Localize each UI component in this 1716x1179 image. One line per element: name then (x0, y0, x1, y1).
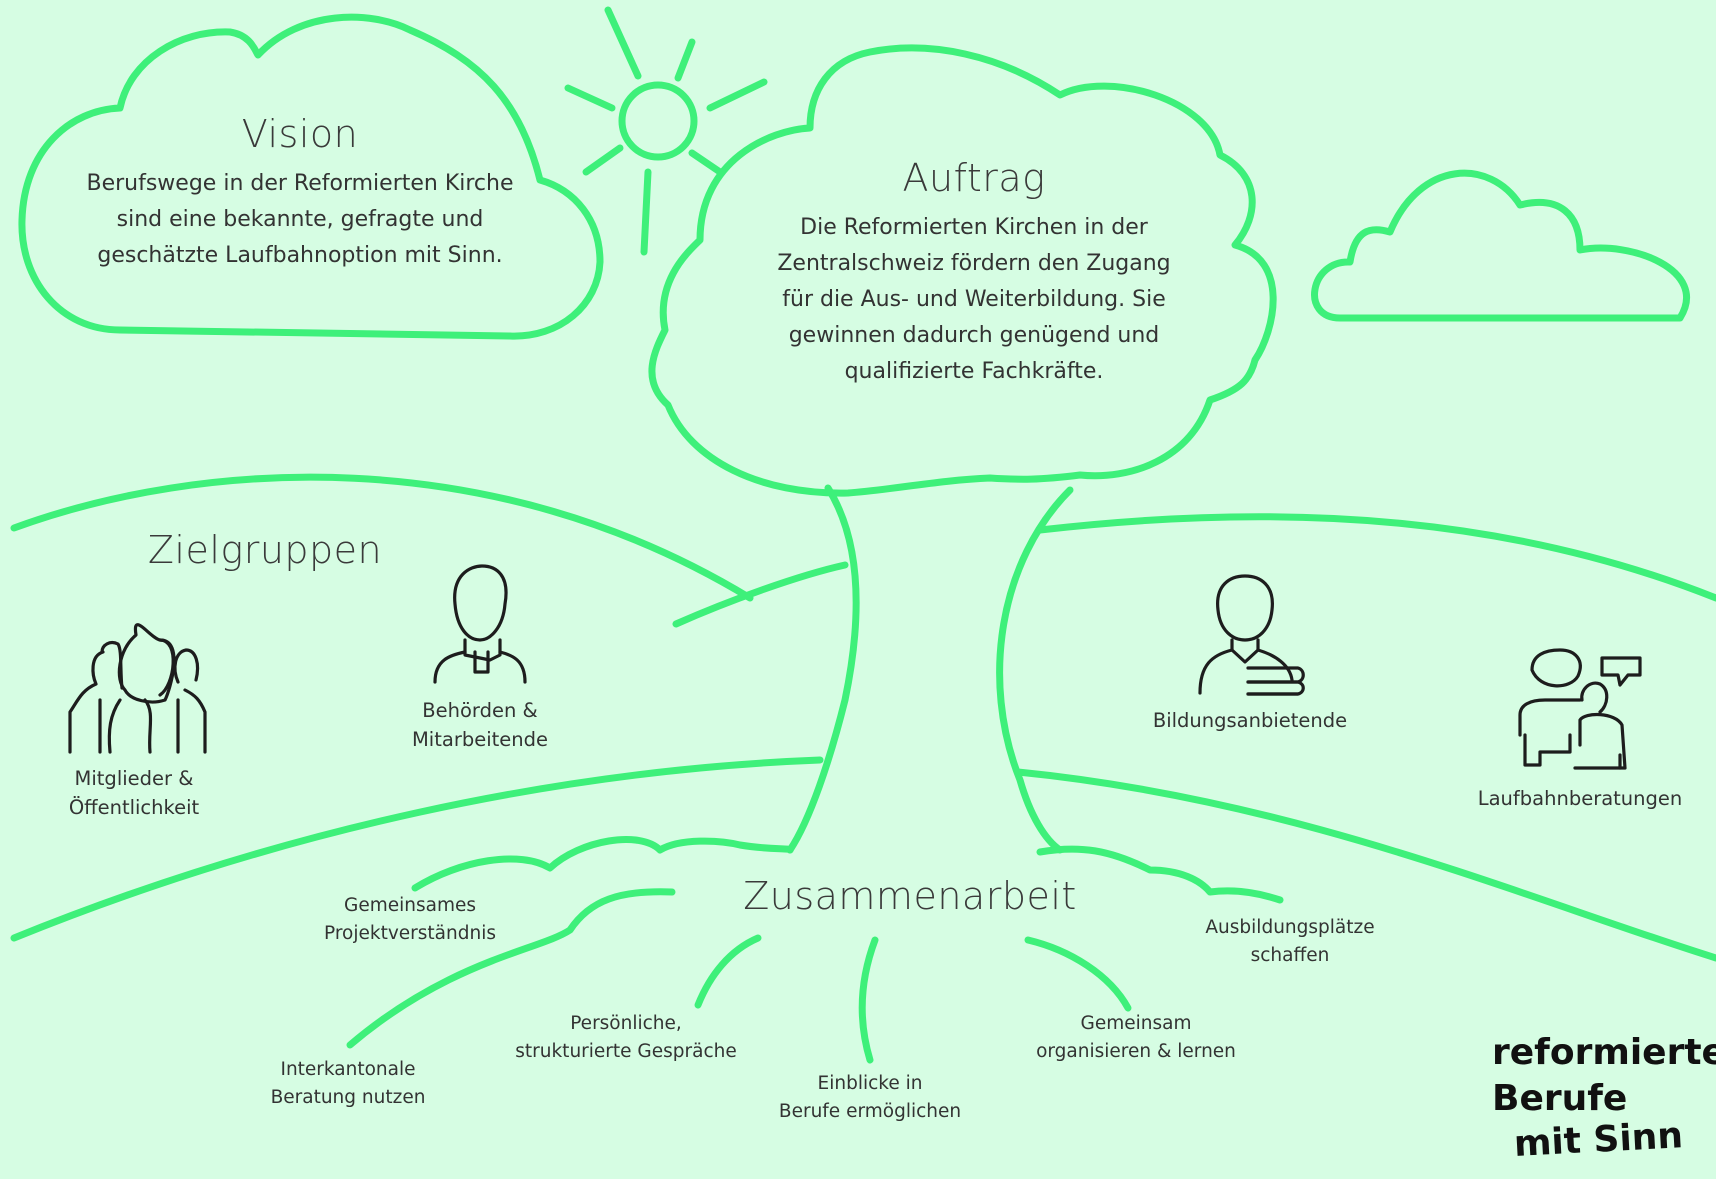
counseling-icon (1518, 648, 1642, 770)
ground-left (411, 836, 794, 892)
root-2 (694, 934, 762, 1009)
collab-line: organisieren & lernen (1036, 1041, 1236, 1062)
collab-item-organisieren: Gemeinsam organisieren & lernen (1016, 1010, 1256, 1066)
hill-right-lower (1014, 768, 1716, 962)
group-label-line: Öffentlichkeit (68, 796, 200, 819)
collab-line: Gemeinsam (1080, 1013, 1192, 1034)
hill-left-lower (10, 756, 824, 942)
collab-line: Gemeinsames (343, 895, 476, 916)
collab-item-gespraeche: Persönliche, strukturierte Gespräche (496, 1010, 756, 1066)
group-label-behoerden: Behörden & Mitarbeitende (390, 696, 570, 754)
collab-item-ausbildungsplaetze: Ausbildungsplätze schaffen (1180, 914, 1400, 970)
sun-icon (564, 6, 768, 256)
vision-title: Vision (241, 112, 359, 156)
collab-line: Interkantonale (280, 1059, 416, 1080)
auftrag-line: Die Reformierten Kirchen in der (800, 215, 1148, 240)
collab-item-projektverstaendnis: Gemeinsames Projektverständnis (300, 892, 520, 948)
collab-line: strukturierte Gespräche (515, 1041, 737, 1062)
collab-line: Ausbildungsplätze (1205, 917, 1375, 938)
vision-cloud-outline (18, 13, 604, 340)
tree-trunk-left (786, 484, 860, 854)
group-label-bildungsanbietende: Bildungsanbietende (1140, 706, 1360, 735)
collab-line: Beratung nutzen (270, 1087, 426, 1108)
auftrag-title: Auftrag (902, 156, 1046, 200)
auftrag-line: gewinnen dadurch genügend und (788, 323, 1160, 348)
vision-line: Berufswege in der Reformierten Kirche (86, 171, 514, 196)
collab-line: schaffen (1250, 945, 1330, 966)
family-icon (68, 623, 207, 754)
tree-trunk-right (996, 486, 1074, 854)
vision-line: geschätzte Laufbahnoption mit Sinn. (97, 243, 503, 268)
group-label-line: Laufbahnberatungen (1477, 787, 1683, 810)
tree-crown-outline (648, 44, 1277, 497)
vision-line: sind eine bekannte, gefragte und (116, 207, 484, 232)
root-4 (1024, 936, 1132, 1012)
collab-line: Berufe ermöglichen (778, 1101, 962, 1122)
hill-left-upper (10, 473, 754, 602)
group-label-line: Mitglieder & (74, 767, 194, 790)
collab-line: Projektverständnis (324, 923, 496, 944)
group-label-line: Behörden & (422, 699, 538, 722)
group-label-laufbahnberatungen: Laufbahnberatungen (1470, 784, 1690, 813)
auftrag-line: Zentralschweiz fördern den Zugang (777, 251, 1171, 276)
collab-line: Persönliche, (570, 1013, 682, 1034)
small-cloud-outline (1311, 169, 1691, 322)
collab-item-interkantonale: Interkantonale Beratung nutzen (238, 1056, 458, 1112)
auftrag-line: für die Aus- und Weiterbildung. Sie (782, 287, 1166, 312)
group-label-line: Bildungsanbietende (1152, 709, 1348, 732)
logo-line-1: reformierte (1492, 1032, 1716, 1073)
logo-line-3: mit Sinn (1512, 1115, 1684, 1165)
root-1 (346, 888, 676, 1049)
auftrag-text: Die Reformierten Kirchen in der Zentrals… (754, 210, 1194, 390)
zusammenarbeit-title: Zusammenarbeit (743, 874, 1077, 918)
zielgruppen-title: Zielgruppen (147, 528, 383, 572)
hill-right-upper (1036, 513, 1716, 602)
vision-text: Berufswege in der Reformierten Kirche si… (60, 166, 540, 274)
group-label-mitglieder: Mitglieder & Öffentlichkeit (44, 764, 224, 822)
root-3 (858, 936, 879, 1064)
collab-item-einblicke: Einblicke in Berufe ermöglichen (760, 1070, 980, 1126)
branch-left (672, 561, 849, 628)
logo-line-2: Berufe (1492, 1078, 1628, 1119)
brand-logo: reformierte Berufe mit Sinn (1492, 1030, 1716, 1168)
ground-right (1036, 845, 1284, 904)
clergy-person-icon (433, 564, 527, 684)
collab-line: Einblicke in (817, 1073, 923, 1094)
group-label-line: Mitarbeitende (411, 728, 549, 751)
teacher-books-icon (1198, 574, 1305, 696)
auftrag-line: qualifizierte Fachkräfte. (844, 359, 1104, 384)
